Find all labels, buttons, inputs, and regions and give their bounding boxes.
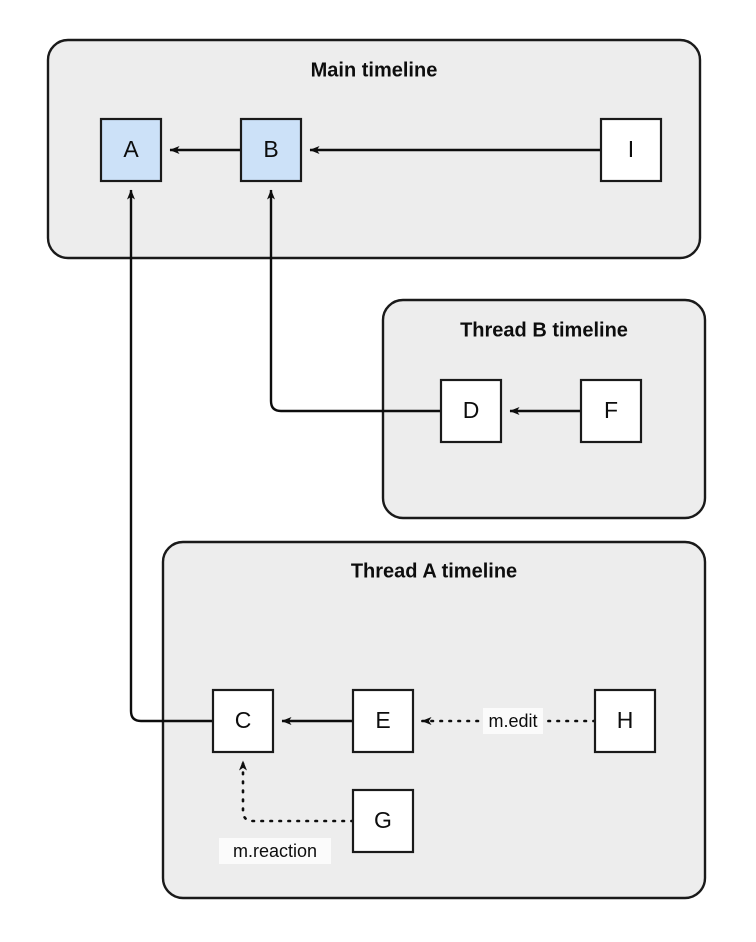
event-node-C[interactable]: C bbox=[211, 688, 275, 754]
container-title-main-timeline: Main timeline bbox=[311, 59, 438, 81]
edge-label-background-G-to-C bbox=[219, 838, 331, 864]
event-node-H[interactable]: H bbox=[593, 688, 657, 754]
node-label-A: A bbox=[123, 136, 139, 162]
container-body-thread-b-timeline bbox=[381, 298, 707, 520]
node-label-E: E bbox=[375, 707, 390, 733]
node-label-H: H bbox=[617, 707, 634, 733]
node-box-F[interactable] bbox=[579, 378, 643, 444]
event-node-D[interactable]: D bbox=[439, 378, 503, 444]
event-node-B[interactable]: B bbox=[239, 117, 303, 183]
edges-layer bbox=[127, 146, 601, 823]
timeline-container-thread-b-timeline: Thread B timeline bbox=[381, 298, 707, 520]
node-box-B[interactable] bbox=[239, 117, 303, 183]
edge-label-text-H-to-E: m.edit bbox=[488, 711, 537, 731]
edge-D-to-B bbox=[267, 189, 441, 413]
event-node-I[interactable]: I bbox=[599, 117, 663, 183]
event-node-G[interactable]: G bbox=[351, 788, 415, 854]
edge-label-G-to-C: m.reaction bbox=[219, 838, 331, 864]
node-box-H[interactable] bbox=[593, 688, 657, 754]
event-node-F[interactable]: F bbox=[579, 378, 643, 444]
node-box-C[interactable] bbox=[211, 688, 275, 754]
node-label-D: D bbox=[463, 397, 480, 423]
node-label-G: G bbox=[374, 807, 392, 833]
edge-label-text-G-to-C: m.reaction bbox=[233, 841, 317, 861]
node-label-I: I bbox=[628, 136, 634, 162]
edge-G-to-C bbox=[239, 759, 355, 823]
node-box-E[interactable] bbox=[351, 688, 415, 754]
node-box-A[interactable] bbox=[99, 117, 163, 183]
edge-label-background-H-to-E bbox=[483, 708, 543, 734]
edge-label-H-to-E: m.edit bbox=[483, 708, 543, 734]
container-title-thread-b-timeline: Thread B timeline bbox=[460, 319, 628, 341]
edge-C-to-A bbox=[127, 189, 213, 723]
event-node-E[interactable]: E bbox=[351, 688, 415, 754]
node-box-D[interactable] bbox=[439, 378, 503, 444]
node-box-G[interactable] bbox=[351, 788, 415, 854]
node-label-B: B bbox=[263, 136, 278, 162]
event-node-A[interactable]: A bbox=[99, 117, 163, 183]
edge-labels-layer: m.edit m.reaction bbox=[219, 708, 543, 864]
node-label-C: C bbox=[235, 707, 252, 733]
node-box-I[interactable] bbox=[599, 117, 663, 183]
container-title-thread-a-timeline: Thread A timeline bbox=[351, 560, 517, 582]
node-label-F: F bbox=[604, 397, 618, 423]
nodes-layer: A B I D F C E H G bbox=[99, 117, 663, 854]
